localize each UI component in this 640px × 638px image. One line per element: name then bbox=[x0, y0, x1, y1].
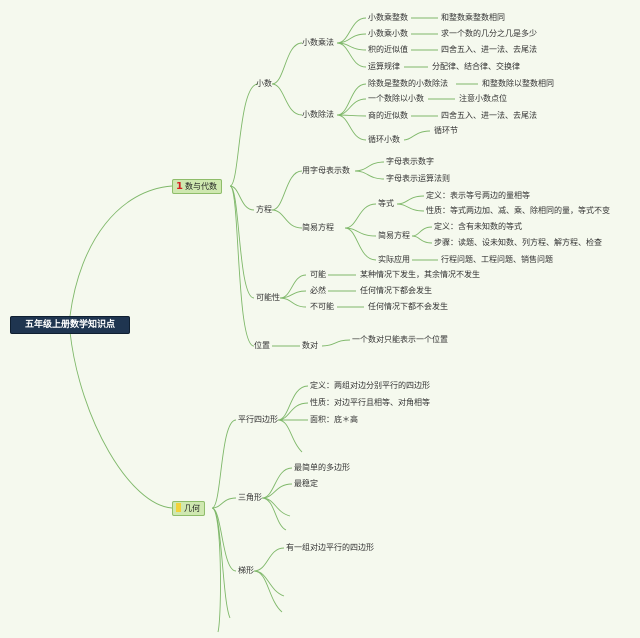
branch-number-badge: 1 bbox=[176, 181, 183, 192]
node-parallelogram[interactable]: 平行四边形 bbox=[238, 415, 278, 424]
node-divide-by-decimal-detail: 注意小数点位 bbox=[459, 94, 507, 103]
node-position[interactable]: 位置 bbox=[254, 341, 270, 350]
node-letters-represent-rules: 字母表示运算法则 bbox=[386, 174, 450, 183]
node-equality-property: 性质：等式两边加、减、乘、除相同的量，等式不变 bbox=[426, 206, 610, 215]
node-number-pair[interactable]: 数对 bbox=[302, 341, 318, 350]
node-parallelogram-property: 性质：对边平行且相等、对角相等 bbox=[310, 398, 430, 407]
link-root-geometry bbox=[69, 331, 173, 509]
node-operation-laws-detail: 分配律、结合律、交换律 bbox=[432, 62, 520, 71]
node-simple-equation-steps: 步骤：读题、设未知数、列方程、解方程、检查 bbox=[434, 238, 602, 247]
node-decimal[interactable]: 小数 bbox=[256, 79, 272, 88]
node-practical-application[interactable]: 实际应用 bbox=[378, 255, 410, 264]
node-trapezoid-definition: 有一组对边平行的四边形 bbox=[286, 543, 374, 552]
link-root-numbers bbox=[69, 185, 173, 317]
node-product-approximation-detail: 四舍五入、进一法、去尾法 bbox=[441, 45, 537, 54]
node-equality[interactable]: 等式 bbox=[378, 199, 394, 208]
node-number-pair-detail: 一个数对只能表示一个位置 bbox=[352, 335, 448, 344]
node-simple-equation-sub[interactable]: 简易方程 bbox=[378, 231, 410, 240]
branch-geometry[interactable]: 几何 bbox=[172, 501, 205, 516]
node-divisor-integer[interactable]: 除数是整数的小数除法 bbox=[368, 79, 448, 88]
node-decimal-times-integer-detail: 和整数乘整数相同 bbox=[441, 13, 505, 22]
node-impossible-detail: 任何情况下都不会发生 bbox=[368, 302, 448, 311]
node-letters-as-numbers[interactable]: 用字母表示数 bbox=[302, 166, 350, 175]
branch-label: 数与代数 bbox=[184, 182, 217, 191]
node-equation[interactable]: 方程 bbox=[256, 205, 272, 214]
node-divisor-integer-detail: 和整数除以整数相同 bbox=[482, 79, 554, 88]
branch-color-marker bbox=[176, 503, 181, 512]
node-product-approximation[interactable]: 积的近似值 bbox=[368, 45, 408, 54]
node-triangle[interactable]: 三角形 bbox=[238, 493, 262, 502]
node-decimal-times-decimal-detail: 求一个数的几分之几是多少 bbox=[441, 29, 537, 38]
node-decimal-multiplication[interactable]: 小数乘法 bbox=[302, 38, 334, 47]
node-trapezoid[interactable]: 梯形 bbox=[238, 566, 254, 575]
node-simple-equation-definition: 定义：含有未知数的等式 bbox=[434, 222, 522, 231]
node-divide-by-decimal[interactable]: 一个数除以小数 bbox=[368, 94, 424, 103]
node-quotient-approximation[interactable]: 商的近似数 bbox=[368, 111, 408, 120]
node-possible-detail: 某种情况下发生，其余情况不发生 bbox=[360, 270, 480, 279]
node-decimal-times-decimal[interactable]: 小数乘小数 bbox=[368, 29, 408, 38]
node-possibility[interactable]: 可能性 bbox=[256, 293, 280, 302]
node-parallelogram-definition: 定义：两组对边分别平行的四边形 bbox=[310, 381, 430, 390]
node-quotient-approximation-detail: 四舍五入、进一法、去尾法 bbox=[441, 111, 537, 120]
node-certain-detail: 任何情况下都会发生 bbox=[360, 286, 432, 295]
branch-label: 几何 bbox=[184, 504, 200, 513]
node-parallelogram-area: 面积：底＊高 bbox=[310, 415, 358, 424]
node-certain[interactable]: 必然 bbox=[310, 286, 326, 295]
node-decimal-times-integer[interactable]: 小数乘整数 bbox=[368, 13, 408, 22]
node-decimal-division[interactable]: 小数除法 bbox=[302, 110, 334, 119]
node-impossible[interactable]: 不可能 bbox=[310, 302, 334, 311]
node-operation-laws[interactable]: 运算规律 bbox=[368, 62, 400, 71]
node-practical-application-detail: 行程问题、工程问题、销售问题 bbox=[441, 255, 553, 264]
node-triangle-stable: 最稳定 bbox=[294, 479, 318, 488]
node-repeating-decimal[interactable]: 循环小数 bbox=[368, 135, 400, 144]
node-letters-represent-digits: 字母表示数字 bbox=[386, 157, 434, 166]
node-simple-equation[interactable]: 简易方程 bbox=[302, 223, 334, 232]
node-triangle-simplest: 最简单的多边形 bbox=[294, 463, 350, 472]
node-possible[interactable]: 可能 bbox=[310, 270, 326, 279]
node-repeating-decimal-detail: 循环节 bbox=[434, 126, 458, 135]
node-equality-definition: 定义：表示等号两边的量相等 bbox=[426, 191, 530, 200]
root-title: 五年级上册数学知识点 bbox=[10, 316, 130, 334]
